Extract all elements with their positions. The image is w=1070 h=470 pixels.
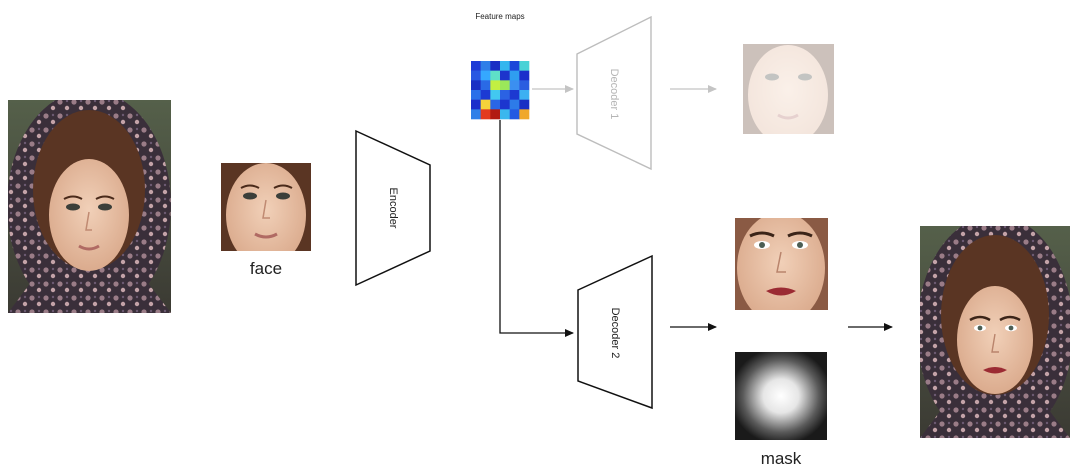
feature-map-cell	[519, 70, 530, 81]
feature-map-cell	[490, 61, 501, 71]
feature-map-cell	[519, 80, 530, 91]
feature-map-cell	[500, 61, 510, 71]
feature-map-cell	[509, 90, 520, 100]
feature-map-cell	[509, 109, 520, 120]
feature-map-cell	[480, 61, 491, 71]
feature-map-grid	[471, 61, 530, 120]
feature-map-cell	[519, 61, 530, 71]
decoder1-output-face-image	[743, 44, 834, 134]
feature-map-cell	[519, 109, 530, 120]
feature-map-cell	[500, 109, 510, 120]
feature-map-cell	[500, 99, 510, 110]
feature-map-cell	[471, 70, 481, 81]
feature-maps-label: Feature maps	[475, 12, 524, 21]
feature-map-cell	[490, 109, 501, 120]
feature-map-cell	[480, 90, 491, 100]
decoder2-block	[577, 254, 653, 410]
feature-map-cell	[500, 80, 510, 91]
output-portrait-image	[920, 226, 1070, 438]
feature-map-cell	[480, 80, 491, 91]
source-portrait-image	[8, 100, 171, 313]
feature-map-cell	[519, 90, 530, 100]
feature-map-cell	[471, 80, 481, 91]
feature-map-cell	[490, 80, 501, 91]
feature-map-cell	[500, 70, 510, 81]
feature-map-cell	[509, 70, 520, 81]
feature-map-cell	[490, 90, 501, 100]
feature-map-cell	[471, 90, 481, 100]
face-label: face	[250, 259, 282, 278]
decoder2-label: Decoder 2	[609, 308, 621, 359]
feature-map-cell	[490, 99, 501, 110]
feature-map-cell	[509, 80, 520, 91]
feature-map-cell	[480, 109, 491, 120]
feature-map-cell	[471, 99, 481, 110]
mask-label: mask	[761, 449, 802, 468]
feature-map-cell	[519, 99, 530, 110]
feature-map-cell	[471, 61, 481, 71]
generated-face-image	[735, 218, 828, 310]
feature-map-cell	[509, 99, 520, 110]
arrow-to-decoder2	[499, 120, 574, 337]
decoder1-label: Decoder 1	[608, 69, 620, 120]
feature-map-cell	[509, 61, 520, 71]
feature-map-cell	[490, 70, 501, 81]
decoder1-block	[576, 15, 652, 171]
feature-map-cell	[471, 109, 481, 120]
encoder-block	[355, 129, 431, 287]
mask-image	[735, 352, 827, 440]
feature-map-cell	[480, 70, 491, 81]
cropped-face-image	[221, 163, 311, 251]
feature-map-cell	[500, 90, 510, 100]
encoder-label: Encoder	[387, 188, 399, 229]
feature-map-cell	[480, 99, 491, 110]
